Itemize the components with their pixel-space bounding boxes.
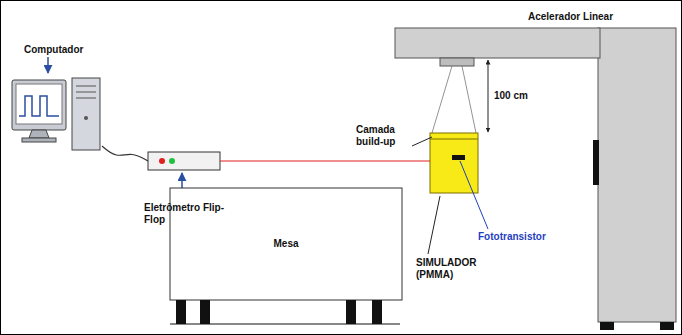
leader-line xyxy=(460,161,488,229)
phototransistor-symbol xyxy=(452,155,465,160)
signal-cable xyxy=(220,160,430,161)
node-label: Acelerador Linear xyxy=(528,11,648,23)
usb-cable xyxy=(102,146,148,161)
phantom: SIMULADOR (PMMA) xyxy=(430,133,478,193)
electrometer-box xyxy=(148,152,220,170)
part-label: Camada build-up xyxy=(356,124,416,148)
computer: Computador xyxy=(10,76,102,154)
linear-accelerator xyxy=(395,28,676,330)
computer-icon xyxy=(12,78,100,150)
leader-line xyxy=(428,196,440,254)
leader-line xyxy=(412,137,432,146)
node-label: SIMULADOR (PMMA) xyxy=(416,257,498,281)
pointer-arrow xyxy=(47,57,49,73)
node-label: Computador xyxy=(24,44,104,56)
table: Mesa xyxy=(170,188,402,300)
phantom xyxy=(430,133,478,193)
part-label: Fototransistor xyxy=(478,231,568,243)
beam-lines xyxy=(432,66,476,133)
electrometer: Eletrômetro Flip-Flop xyxy=(148,152,220,170)
linear-accelerator: Acelerador Linear xyxy=(598,28,676,322)
node-label: Eletrômetro Flip-Flop xyxy=(144,202,224,226)
node-label: Mesa xyxy=(170,238,402,250)
part-label: 100 cm xyxy=(494,90,544,102)
dimension-line xyxy=(488,60,489,132)
